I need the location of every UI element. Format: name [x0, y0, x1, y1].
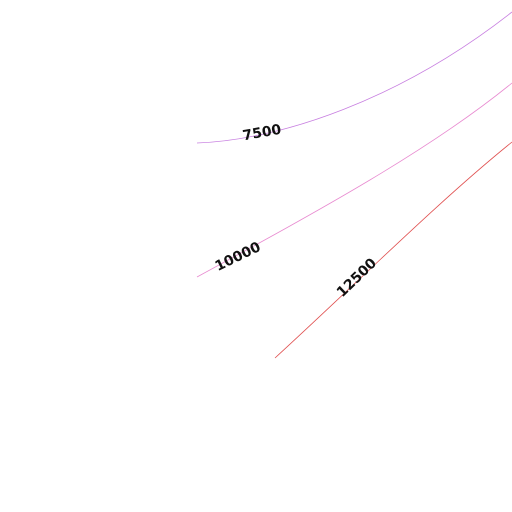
contour-line-10000 — [196, 82, 512, 278]
contour-line-7500 — [196, 11, 512, 144]
contour-label-7500: 7500 — [241, 122, 282, 145]
contour-line-12500 — [274, 141, 512, 359]
